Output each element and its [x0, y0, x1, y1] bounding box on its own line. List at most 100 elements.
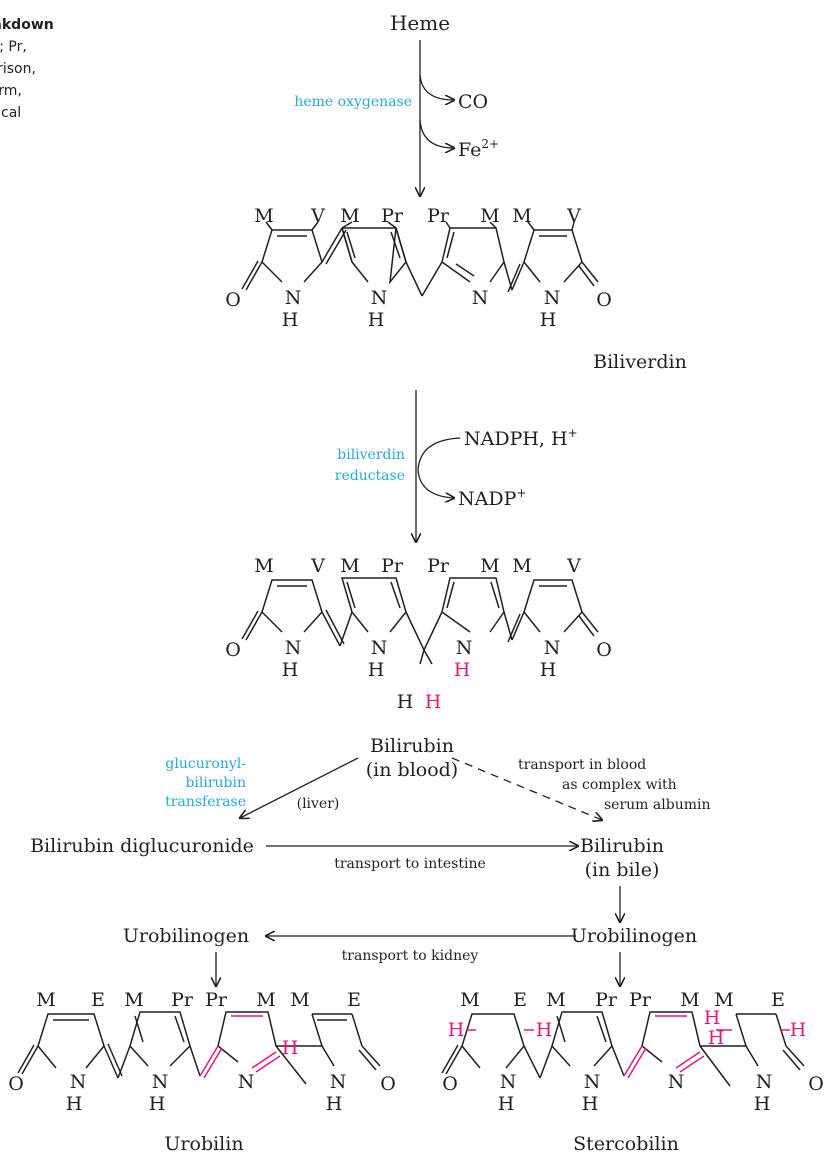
atom-n: N — [544, 637, 561, 659]
glucuronyl-transferase-enzyme-line3: transferase — [165, 794, 246, 810]
liver-note: (liver) — [297, 796, 340, 812]
atom-m: M — [254, 205, 273, 227]
bilirubin-diglucuronide-label: Bilirubin diglucuronide — [30, 835, 254, 857]
atom-h: H — [282, 659, 299, 681]
atom-n: N — [668, 1071, 685, 1093]
atom-n: N — [472, 287, 489, 309]
bilirubin-blood-label-line2: (in blood) — [366, 759, 458, 781]
arrow-co-release — [419, 74, 454, 100]
atom-h: H — [149, 1093, 166, 1115]
nadp-label: NADP+ — [458, 486, 526, 510]
caption-line: mparison, — [0, 61, 36, 77]
biliverdin-reductase-enzyme-line2: reductase — [335, 468, 405, 484]
atom-pr: Pr — [427, 555, 450, 577]
atom-n: N — [330, 1071, 347, 1093]
atom-h: H — [397, 691, 414, 713]
atom-h-highlighted: H — [282, 1037, 299, 1059]
nadph-label: NADPH, H+ — [464, 426, 578, 450]
arrow-bilirubin-to-diglucuronide — [240, 757, 359, 818]
atom-n: N — [584, 1071, 601, 1093]
stercobilin-structure: M E M Pr Pr M M E H H H H H O N H N H N … — [441, 989, 824, 1115]
caption-title: breakdown — [0, 17, 54, 33]
transport-intestine-note: transport to intestine — [334, 856, 486, 872]
transport-kidney-note: transport to kidney — [342, 948, 479, 964]
heme-oxygenase-enzyme: heme oxygenase — [294, 94, 412, 110]
transport-blood-note-line3: serum albumin — [604, 797, 710, 813]
atom-n: N — [544, 287, 561, 309]
glucuronyl-transferase-enzyme-line1: glucuronyl- — [165, 756, 246, 772]
atom-h: H — [540, 309, 557, 331]
atom-e: E — [347, 989, 361, 1011]
atom-n: N — [238, 1071, 255, 1093]
atom-h-highlighted: H — [790, 1019, 807, 1041]
biliverdin-reductase-enzyme-line1: biliverdin — [337, 447, 405, 463]
atom-v: V — [566, 205, 581, 227]
atom-h-highlighted: H — [536, 1019, 553, 1041]
figure-caption-fragment: breakdown vinyl; Pr, mparison, ar form, … — [0, 14, 180, 124]
atom-n: N — [456, 637, 473, 659]
urobilin-structure: M E M Pr Pr M M E O N H N H N H N H O — [8, 989, 396, 1115]
atom-m: M — [124, 989, 143, 1011]
bilirubin-structure: M V M Pr Pr M M V O N H N H N H N H O H … — [225, 555, 612, 713]
arrow-nadph-consumption — [417, 437, 461, 498]
atom-h: H — [754, 1093, 771, 1115]
biliverdin-label: Biliverdin — [593, 351, 687, 373]
atom-h: H — [498, 1093, 515, 1115]
urobilinogen-left-label: Urobilinogen — [123, 925, 249, 947]
atom-v: V — [310, 205, 325, 227]
atom-m: M — [480, 205, 499, 227]
urobilinogen-right-label: Urobilinogen — [571, 925, 697, 947]
atom-n: N — [152, 1071, 169, 1093]
atom-m: M — [340, 205, 359, 227]
atom-h-highlighted: H — [425, 691, 442, 713]
bilirubin-bile-label-line1: Bilirubin — [580, 835, 664, 857]
atom-e: E — [91, 989, 105, 1011]
atom-n: N — [285, 637, 302, 659]
atom-o: O — [380, 1073, 396, 1095]
atom-m: M — [714, 989, 733, 1011]
atom-m: M — [680, 989, 699, 1011]
atom-h: H — [66, 1093, 83, 1115]
urobilin-label: Urobilin — [164, 1133, 243, 1155]
atom-h: H — [326, 1093, 343, 1115]
atom-pr: Pr — [171, 989, 194, 1011]
atom-h-highlighted: H — [448, 1019, 465, 1041]
atom-o: O — [442, 1073, 458, 1095]
atom-m: M — [36, 989, 55, 1011]
atom-pr: Pr — [381, 555, 404, 577]
atom-e: E — [771, 989, 785, 1011]
co-label: CO — [458, 91, 488, 113]
atom-h-highlighted: H — [454, 659, 471, 681]
atom-h: H — [582, 1093, 599, 1115]
caption-line: vinyl; Pr, — [0, 39, 27, 55]
atom-e: E — [513, 989, 527, 1011]
transport-blood-note-line2: as complex with — [562, 777, 677, 793]
atom-m: M — [480, 555, 499, 577]
atom-h-highlighted: H — [704, 1007, 721, 1029]
atom-h: H — [368, 309, 385, 331]
atom-m: M — [546, 989, 565, 1011]
atom-pr: Pr — [427, 205, 450, 227]
atom-m: M — [290, 989, 309, 1011]
atom-h-highlighted: H — [708, 1027, 725, 1049]
atom-o: O — [808, 1073, 824, 1095]
bilirubin-bile-label-line2: (in bile) — [585, 859, 660, 881]
biliverdin-structure: M V M Pr Pr M M V O N H N H N N H O — [225, 205, 612, 331]
atom-n: N — [756, 1071, 773, 1093]
atom-n: N — [285, 287, 302, 309]
heme-label: Heme — [390, 11, 450, 35]
atom-m: M — [254, 555, 273, 577]
atom-pr: Pr — [381, 205, 404, 227]
atom-o: O — [225, 289, 241, 311]
atom-pr: Pr — [205, 989, 228, 1011]
atom-h: H — [282, 309, 299, 331]
atom-pr: Pr — [629, 989, 652, 1011]
atom-h: H — [540, 659, 557, 681]
atom-o: O — [225, 639, 241, 661]
fe-label: Fe2+ — [458, 137, 499, 161]
atom-m: M — [512, 555, 531, 577]
atom-v: V — [310, 555, 325, 577]
atom-m: M — [512, 205, 531, 227]
atom-h: H — [368, 659, 385, 681]
atom-m: M — [460, 989, 479, 1011]
